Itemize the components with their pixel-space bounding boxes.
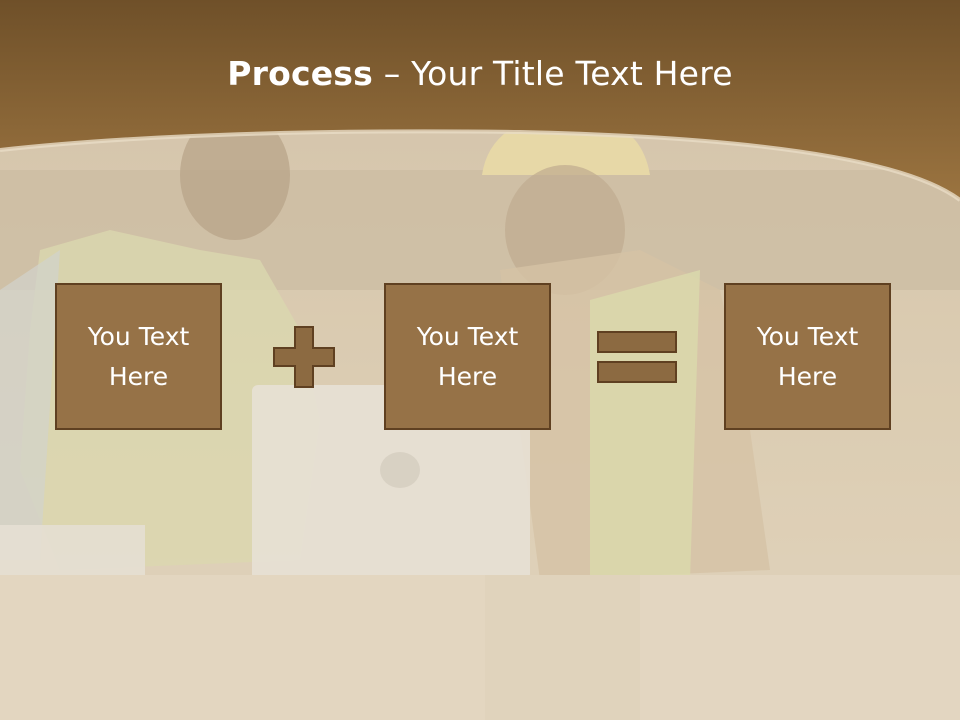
process-box-3[interactable]: You Text Here — [724, 283, 891, 430]
page-title: Process – Your Title Text Here — [0, 52, 960, 96]
title-bold: Process — [227, 54, 373, 93]
process-box-2-text: You Text Here — [416, 321, 519, 391]
plus-icon — [273, 326, 335, 388]
process-box-2[interactable]: You Text Here — [384, 283, 551, 430]
process-box-1-text: You Text Here — [87, 321, 190, 391]
equals-icon — [597, 331, 677, 383]
process-box-1[interactable]: You Text Here — [55, 283, 222, 430]
title-dash: – — [373, 54, 412, 93]
title-rest: Your Title Text Here — [411, 54, 733, 93]
process-box-3-text: You Text Here — [756, 321, 859, 391]
